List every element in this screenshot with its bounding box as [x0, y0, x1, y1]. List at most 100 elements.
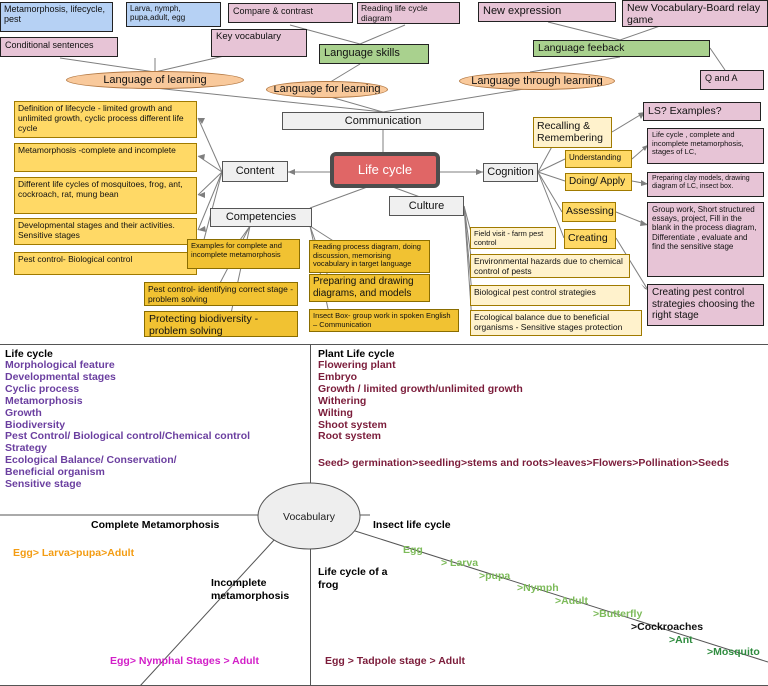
insect-step: >Nymph	[517, 582, 559, 595]
life-cycle-vocab-title: Life cycle	[5, 348, 53, 360]
insect-step: >Ant	[669, 633, 693, 646]
culture-item-text: Preparing and drawing diagrams, and mode…	[313, 276, 414, 299]
compare-contrast-box: Compare & contrast	[228, 3, 353, 23]
communication-box: Communication	[282, 112, 484, 130]
vocab-term: Growth / limited growth/unlimited growth	[318, 382, 523, 395]
content-item-text: Developmental stages and their activitie…	[18, 220, 175, 240]
vocab-term: Growth	[5, 406, 42, 419]
cognition-item-apply: Doing/ Apply	[565, 173, 632, 191]
vocab-term: Beneficial organism	[5, 466, 105, 479]
metamorphosis-vocab-box: Metamorphosis, lifecycle, pest	[0, 2, 113, 32]
cognition-item-assessing: Assessing	[562, 202, 616, 222]
cognition-detail-text: Group work, Short structured essays, pro…	[652, 205, 757, 251]
conditional-sentences-text: Conditional sentences	[5, 40, 94, 50]
competency-item-1: Examples for complete and incomplete met…	[187, 239, 300, 269]
new-vocab-game-text: New Vocabulary-Board relay game	[627, 2, 761, 27]
cognition-item-text: Understanding	[569, 153, 622, 162]
content-node: Content	[222, 161, 288, 182]
language-through-learning-oval: Language through learning	[459, 72, 615, 90]
cognition-item-text: Doing/ Apply	[569, 176, 626, 187]
culture-side-item-text: Biological pest control strategies	[474, 287, 596, 297]
life-cycle-center-node: Life cycle	[330, 152, 440, 188]
insect-life-cycle-title: Insect life cycle	[373, 519, 451, 531]
competency-item-text: Protecting biodiversity - problem solvin…	[149, 313, 259, 337]
vocab-term: Root system	[318, 430, 382, 443]
vocabulary-center-label: Vocabulary	[283, 511, 335, 523]
life-cycle-center-text: Life cycle	[357, 161, 413, 177]
content-item-text: Pest control- Biological control	[18, 254, 133, 264]
conditional-sentences-box: Conditional sentences	[0, 37, 118, 57]
vocab-term: Withering	[318, 394, 367, 407]
frog-sequence: Egg > Tadpole stage > Adult	[325, 655, 466, 667]
language-for-learning-text: Language for learning	[273, 83, 381, 96]
content-node-text: Content	[235, 165, 275, 178]
culture-side-item-2: Environmental hazards due to chemical co…	[470, 254, 630, 278]
cognition-detail-3: Preparing clay models, drawing diagram o…	[647, 172, 764, 197]
language-through-learning-text: Language through learning	[471, 74, 603, 87]
q-and-a-text: Q and A	[705, 73, 738, 83]
content-item-text: Definition of lifecycle - limited growth…	[18, 103, 184, 133]
content-item-3: Different life cycles of mosquitoes, fro…	[14, 177, 197, 214]
key-vocabulary-box: Key vocabulary	[211, 29, 307, 57]
compare-contrast-text: Compare & contrast	[233, 6, 314, 16]
content-item-text: Metamorphosis -complete and incomplete	[18, 145, 176, 155]
new-expression-box: New expression	[478, 2, 616, 22]
cognition-item-text: Recalling & Remembering	[537, 120, 603, 145]
insect-step: >Adult	[555, 595, 588, 608]
content-item-5: Pest control- Biological control	[14, 252, 197, 275]
vocab-term: Morphological feature	[5, 359, 115, 371]
vocab-term: Flowering plant	[318, 359, 396, 371]
culture-side-item-text: Environmental hazards due to chemical co…	[474, 256, 623, 276]
vocab-term: Shoot system	[318, 418, 387, 431]
culture-item-1: Reading process diagram, doing discussio…	[309, 240, 430, 273]
insect-step: >Cockroaches	[631, 620, 704, 633]
insect-step: Egg	[403, 544, 423, 556]
vocab-term: Biodiversity	[5, 418, 66, 431]
new-vocab-game-box: New Vocabulary-Board relay game	[622, 0, 768, 27]
incomplete-metamorphosis-sequence: Egg> Nymphal Stages > Adult	[110, 655, 259, 667]
larva-vocab-box: Larva, nymph, pupa,adult, egg	[126, 2, 221, 27]
vocab-term: Sensitive stage	[5, 478, 82, 491]
vocab-term: Metamorphosis	[5, 394, 83, 407]
culture-item-text: Reading process diagram, doing discussio…	[313, 242, 421, 269]
cognition-detail-text: Preparing clay models, drawing diagram o…	[652, 175, 750, 191]
vocab-term: Cyclic process	[5, 382, 80, 395]
cognition-detail-text: Life cycle , complete and incomplete met…	[652, 130, 744, 157]
competencies-node-text: Competencies	[225, 211, 297, 224]
cognition-detail-5: Creating pest control strategies choosin…	[647, 284, 764, 326]
key-vocabulary-text: Key vocabulary	[216, 31, 281, 42]
culture-side-item-4: Ecological balance due to beneficial org…	[470, 310, 642, 336]
plant-vocab-title: Plant Life cycle	[318, 348, 395, 360]
language-feedback-box: Language feeback	[533, 40, 710, 57]
culture-side-item-text: Ecological balance due to beneficial org…	[474, 312, 623, 332]
language-for-learning-oval: Language for learning	[266, 81, 388, 98]
language-of-learning-oval: Language of learning	[66, 71, 244, 89]
competency-item-2: Pest control- identifying correct stage …	[144, 282, 298, 306]
insect-step: >Butterfly	[593, 608, 643, 620]
competencies-node: Competencies	[210, 208, 312, 227]
vocabulary-section: Vocabulary Life cycle Morphological feat…	[0, 344, 768, 686]
cognition-node: Cognition	[483, 163, 538, 182]
culture-side-item-text: Field visit - farm pest control	[474, 229, 544, 247]
communication-text: Communication	[344, 114, 422, 127]
language-feedback-text: Language feeback	[538, 42, 625, 54]
insect-step: >pupa	[479, 569, 511, 582]
content-item-2: Metamorphosis -complete and incomplete	[14, 143, 197, 172]
cognition-detail-2: Life cycle , complete and incomplete met…	[647, 128, 764, 164]
culture-side-item-1: Field visit - farm pest control	[470, 227, 556, 249]
frog-life-cycle-title: Life cycle of a frog	[318, 566, 388, 591]
cognition-node-text: Cognition	[487, 166, 534, 179]
larva-vocab-text: Larva, nymph, pupa,adult, egg	[130, 4, 186, 23]
cognition-item-recalling: Recalling & Remembering	[533, 117, 612, 148]
culture-node: Culture	[389, 196, 464, 216]
language-of-learning-text: Language of learning	[103, 73, 207, 86]
competency-item-text: Examples for complete and incomplete met…	[191, 241, 282, 259]
incomplete-metamorphosis-title: Incomplete metamorphosis	[211, 577, 290, 602]
cognition-detail-4: Group work, Short structured essays, pro…	[647, 202, 764, 277]
content-item-1: Definition of lifecycle - limited growth…	[14, 101, 197, 138]
competency-item-3: Protecting biodiversity - problem solvin…	[144, 311, 298, 337]
seed-sequence: Seed> germination>seedling>stems and roo…	[318, 457, 730, 469]
new-expression-text: New expression	[483, 5, 562, 17]
culture-item-2: Preparing and drawing diagrams, and mode…	[309, 274, 430, 302]
